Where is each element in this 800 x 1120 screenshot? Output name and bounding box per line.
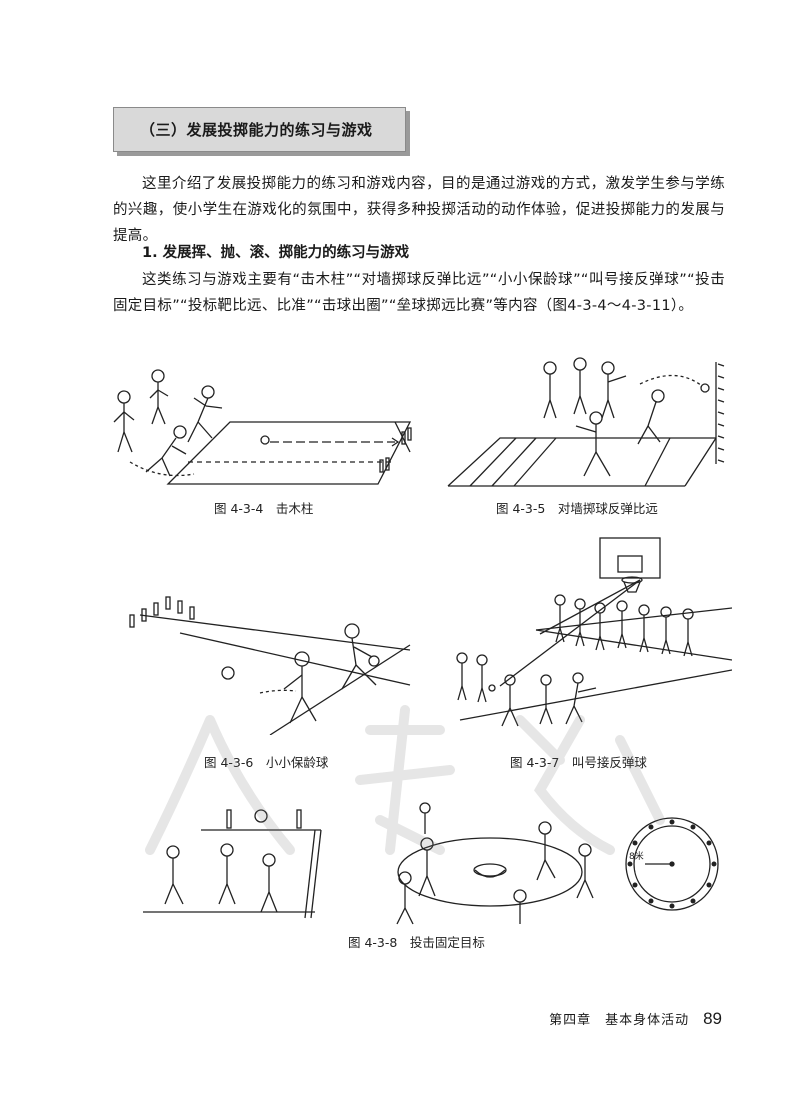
intro-paragraph: 这里介绍了发展投掷能力的练习和游戏内容，目的是通过游戏的方式，激发学生参与学练的… bbox=[113, 171, 725, 249]
figure-4-3-8-caption: 图 4-3-8 投击固定目标 bbox=[348, 935, 485, 950]
page-footer: 第四章 基本身体活动 89 bbox=[549, 1009, 722, 1029]
figure-4-3-4-caption: 图 4-3-4 击木柱 bbox=[214, 501, 314, 516]
figure-4-3-5-caption: 图 4-3-5 对墙掷球反弹比远 bbox=[496, 501, 658, 516]
figure-4-3-7-caption: 图 4-3-7 叫号接反弹球 bbox=[510, 755, 647, 770]
figure-4-3-6-caption: 图 4-3-6 小小保龄球 bbox=[204, 755, 329, 770]
figure-4-3-4-illustration bbox=[110, 362, 430, 492]
body-text: 这类练习与游戏主要有“击木柱”“对墙掷球反弹比远”“小小保龄球”“叫号接反弹球”… bbox=[113, 272, 725, 314]
body-paragraph: 这类练习与游戏主要有“击木柱”“对墙掷球反弹比远”“小小保龄球”“叫号接反弹球”… bbox=[113, 267, 725, 319]
section-title: （三）发展投掷能力的练习与游戏 bbox=[140, 121, 373, 139]
figure-4-3-6-illustration bbox=[120, 585, 420, 735]
figure-4-3-5-illustration bbox=[440, 352, 730, 492]
figure-4-3-8-illustration: 8米 bbox=[135, 800, 725, 928]
intro-text: 这里介绍了发展投掷能力的练习和游戏内容，目的是通过游戏的方式，激发学生参与学练的… bbox=[113, 176, 725, 244]
figure-4-3-7-illustration bbox=[440, 530, 732, 742]
page-number: 89 bbox=[703, 1009, 722, 1028]
section-heading-box: （三）发展投掷能力的练习与游戏 bbox=[113, 107, 406, 152]
subsection-title: 1. 发展挥、抛、滚、掷能力的练习与游戏 bbox=[142, 245, 410, 261]
radius-label: 8米 bbox=[629, 852, 644, 862]
chapter-title: 第四章 基本身体活动 bbox=[549, 1013, 690, 1028]
